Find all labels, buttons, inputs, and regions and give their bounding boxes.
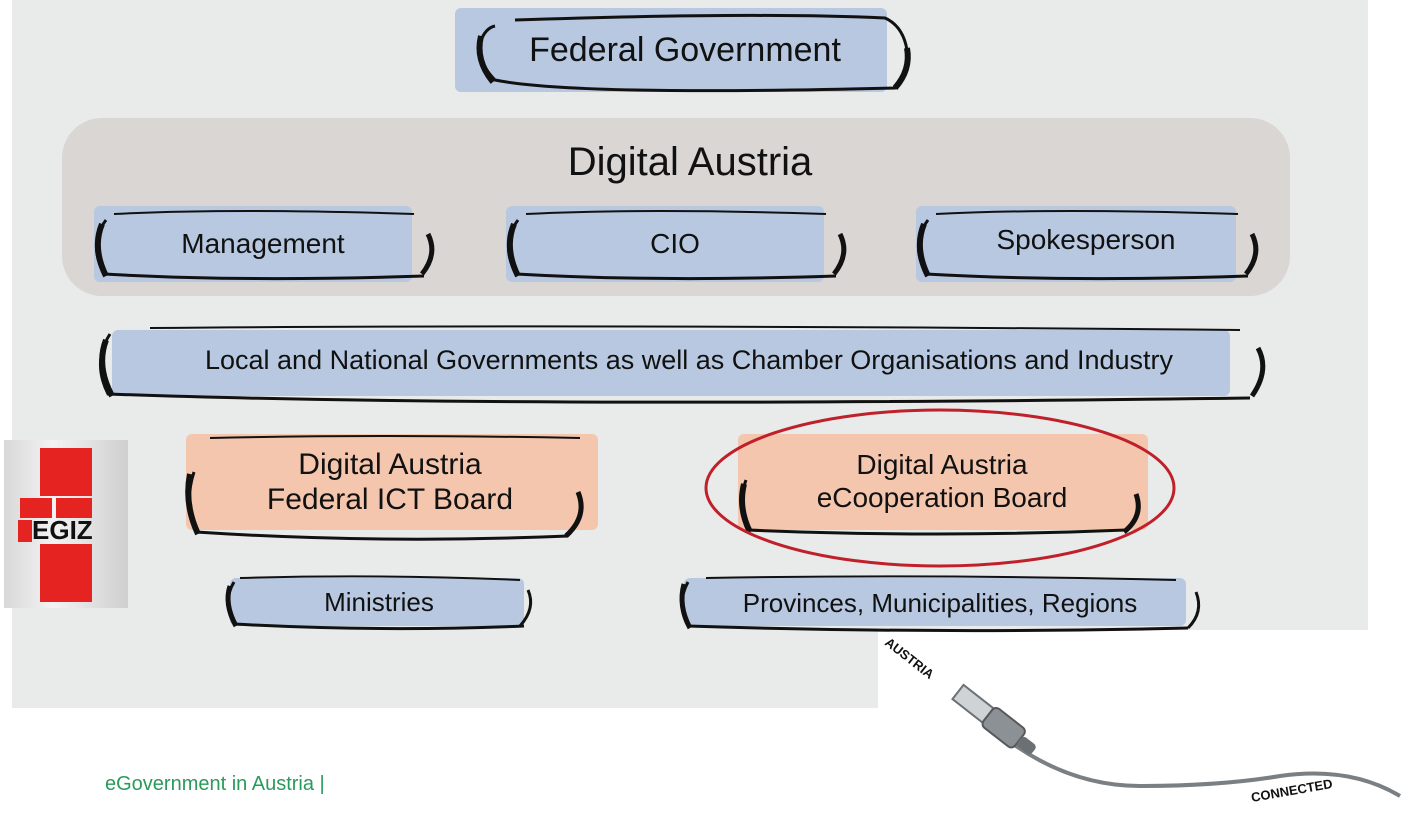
ecooperation-board-box: Digital Austria eCooperation Board — [736, 434, 1148, 536]
ministries-box: Ministries — [220, 574, 538, 631]
provinces-label: Provinces, Municipalities, Regions — [742, 587, 1138, 618]
digital-austria-title: Digital Austria — [567, 140, 813, 184]
cio-label: CIO — [650, 228, 700, 260]
box-outline — [739, 479, 1141, 536]
spokesperson-label: Spokesperson — [996, 224, 1176, 256]
diagram-background-lower — [12, 628, 878, 708]
federal-government-label: Federal Government — [529, 30, 841, 69]
ecooperation-board-label: Digital Austria eCooperation Board — [736, 434, 1148, 536]
usb-plug — [951, 683, 1036, 755]
cio-box: CIO — [496, 206, 854, 282]
footer-text: eGovernment in Austria | — [105, 773, 325, 795]
box-outline — [98, 325, 1266, 404]
box-outline — [506, 210, 847, 281]
management-box: Management — [84, 206, 442, 282]
ministries-label: Ministries — [324, 586, 434, 617]
box-outline — [94, 210, 435, 281]
box-outline — [679, 575, 1201, 633]
federal-ict-board-label: Digital Austria Federal ICT Board — [180, 432, 600, 542]
box-outline — [916, 210, 1259, 281]
management-label: Management — [181, 228, 345, 260]
federal-ict-board-line1: Digital Austria — [298, 447, 482, 481]
box-outline — [185, 435, 584, 541]
ecooperation-board-line2: eCooperation Board — [816, 482, 1068, 513]
usb-cable-graphic: AUSTRIA CONNECTED — [882, 636, 1402, 805]
spokesperson-box: Spokesperson — [906, 206, 1266, 282]
federal-ict-board-box: Digital Austria Federal ICT Board — [180, 432, 600, 542]
egiz-logo-mark: EGIZ — [18, 448, 93, 602]
box-outline — [476, 13, 911, 93]
highlight-ellipse — [704, 408, 1176, 568]
ecooperation-board-line1: Digital Austria — [856, 448, 1028, 480]
provinces-box: Provinces, Municipalities, Regions — [676, 574, 1204, 633]
egiz-logo-text: EGIZ — [32, 515, 93, 545]
egiz-logo: EGIZ — [4, 440, 128, 608]
governments-industry-label: Local and National Governments as well a… — [204, 345, 1173, 376]
federal-government-box: Federal Government — [455, 8, 915, 93]
box-outline — [225, 575, 533, 631]
usb-austria-text: AUSTRIA — [882, 636, 937, 682]
governments-industry-box: Local and National Governments as well a… — [90, 322, 1270, 406]
federal-ict-board-line2: Federal ICT Board — [266, 483, 514, 516]
